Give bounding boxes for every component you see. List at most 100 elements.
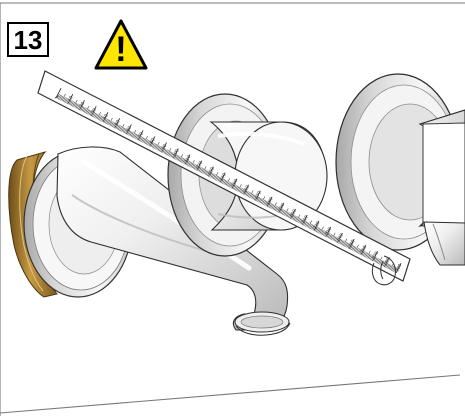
ruler-tick bbox=[153, 143, 156, 149]
ruler-tick bbox=[385, 262, 388, 268]
ruler-tick bbox=[199, 167, 203, 173]
ruler-tick bbox=[81, 106, 85, 112]
ruler-tick bbox=[285, 211, 289, 217]
ruler-tick bbox=[338, 238, 342, 244]
ruler-tick bbox=[101, 116, 105, 122]
ruler-tick bbox=[90, 106, 97, 117]
ruler-tick bbox=[310, 224, 313, 230]
ruler-tick bbox=[364, 252, 367, 257]
ruler-tick bbox=[60, 95, 64, 101]
ruler-tick bbox=[243, 184, 250, 195]
ruler-tick bbox=[67, 94, 74, 105]
ruler-tick bbox=[260, 196, 266, 204]
ruler-tick bbox=[94, 113, 98, 119]
ruler-tick bbox=[208, 166, 214, 177]
ruler-tick bbox=[160, 147, 163, 152]
ruler-tick bbox=[320, 229, 324, 235]
ruler-tick bbox=[192, 164, 196, 169]
ruler-tick bbox=[366, 250, 371, 259]
ruler-tick bbox=[293, 215, 297, 221]
ruler-tick bbox=[88, 110, 92, 116]
ruler-tick bbox=[271, 204, 275, 210]
warning-triangle-icon: ! bbox=[94, 19, 148, 70]
ruler-tick bbox=[249, 190, 254, 198]
ruler-tick bbox=[68, 100, 72, 105]
ruler-tick bbox=[222, 179, 226, 184]
ruler-tick bbox=[144, 139, 148, 144]
ruler-tick bbox=[278, 202, 285, 213]
ruler-tick bbox=[321, 230, 325, 236]
ruler-tick bbox=[100, 116, 104, 122]
ruler-tick bbox=[232, 184, 236, 190]
ruler-tick bbox=[240, 188, 244, 194]
ruler-tick bbox=[326, 232, 330, 238]
ruler-tick bbox=[177, 156, 181, 161]
ruler-tick bbox=[158, 146, 162, 152]
ruler-tick bbox=[345, 242, 349, 248]
ruler-tick bbox=[346, 243, 350, 248]
ruler-tick bbox=[157, 145, 161, 151]
ruler-tick bbox=[143, 136, 148, 144]
ruler-tick bbox=[194, 164, 197, 170]
ruler-tick bbox=[286, 212, 290, 218]
ruler-tick bbox=[333, 236, 337, 242]
ruler-tick bbox=[253, 195, 257, 201]
ruler-tick bbox=[339, 239, 343, 245]
ruler-tick bbox=[63, 97, 67, 103]
ruler-tick bbox=[104, 118, 108, 124]
ruler-tick bbox=[99, 115, 102, 121]
ruler-tick bbox=[228, 182, 231, 187]
ruler-tick bbox=[93, 112, 97, 118]
ruler-tick bbox=[95, 113, 99, 119]
ruler-tick bbox=[233, 185, 237, 190]
ruler-tick bbox=[258, 197, 262, 203]
ruler-tick bbox=[85, 105, 90, 114]
ruler-tick bbox=[334, 237, 338, 242]
ruler-tick bbox=[365, 252, 369, 258]
ruler-tick bbox=[175, 154, 179, 160]
ruler-tick bbox=[96, 111, 101, 120]
ruler-ticks bbox=[55, 88, 402, 274]
ruler-tick bbox=[123, 128, 127, 134]
ruler-tick bbox=[383, 256, 390, 268]
ruler-tick bbox=[108, 117, 113, 126]
ruler-tick bbox=[75, 103, 79, 109]
ruler-tick bbox=[202, 166, 207, 174]
ruler-tick bbox=[221, 178, 224, 184]
ruler-tick bbox=[372, 250, 378, 262]
ruler-tick bbox=[300, 219, 304, 225]
ruler-tick bbox=[195, 165, 199, 170]
ruler-tick bbox=[323, 231, 326, 236]
ruler-tick bbox=[392, 266, 396, 272]
ruler-label: 170 bbox=[254, 190, 262, 200]
ruler-tick bbox=[257, 197, 261, 202]
ruler-tick bbox=[86, 109, 90, 114]
ruler-tick bbox=[389, 262, 395, 271]
ruler-tick bbox=[214, 172, 219, 180]
ruler-tick bbox=[114, 118, 121, 129]
ruler-tick bbox=[151, 142, 155, 148]
ruler-tick bbox=[272, 202, 277, 210]
ruler-tick bbox=[149, 136, 156, 147]
ruler-tick bbox=[135, 134, 139, 140]
ruler-tick bbox=[351, 245, 354, 251]
ruler-tick bbox=[391, 266, 394, 271]
ruler-tick bbox=[382, 261, 386, 267]
ruler-tick bbox=[274, 206, 278, 211]
ruler-tick bbox=[196, 160, 203, 171]
ruler-tick bbox=[142, 138, 146, 143]
ruler-label: 200 bbox=[289, 208, 297, 218]
ruler-tick bbox=[374, 257, 378, 263]
ruler-tick bbox=[211, 173, 215, 179]
ruler-tick bbox=[277, 207, 281, 213]
ruler-tick bbox=[178, 154, 184, 162]
ruler-tick bbox=[87, 109, 91, 115]
ruler-tick bbox=[92, 112, 95, 117]
ruler-tick bbox=[181, 157, 184, 163]
ruler-tick bbox=[381, 261, 385, 266]
ruler-tick bbox=[239, 188, 243, 193]
ruler-tick bbox=[116, 124, 120, 130]
ruler-tick bbox=[332, 235, 336, 241]
ruler-tick bbox=[204, 170, 208, 175]
ruler-tick bbox=[267, 202, 271, 208]
